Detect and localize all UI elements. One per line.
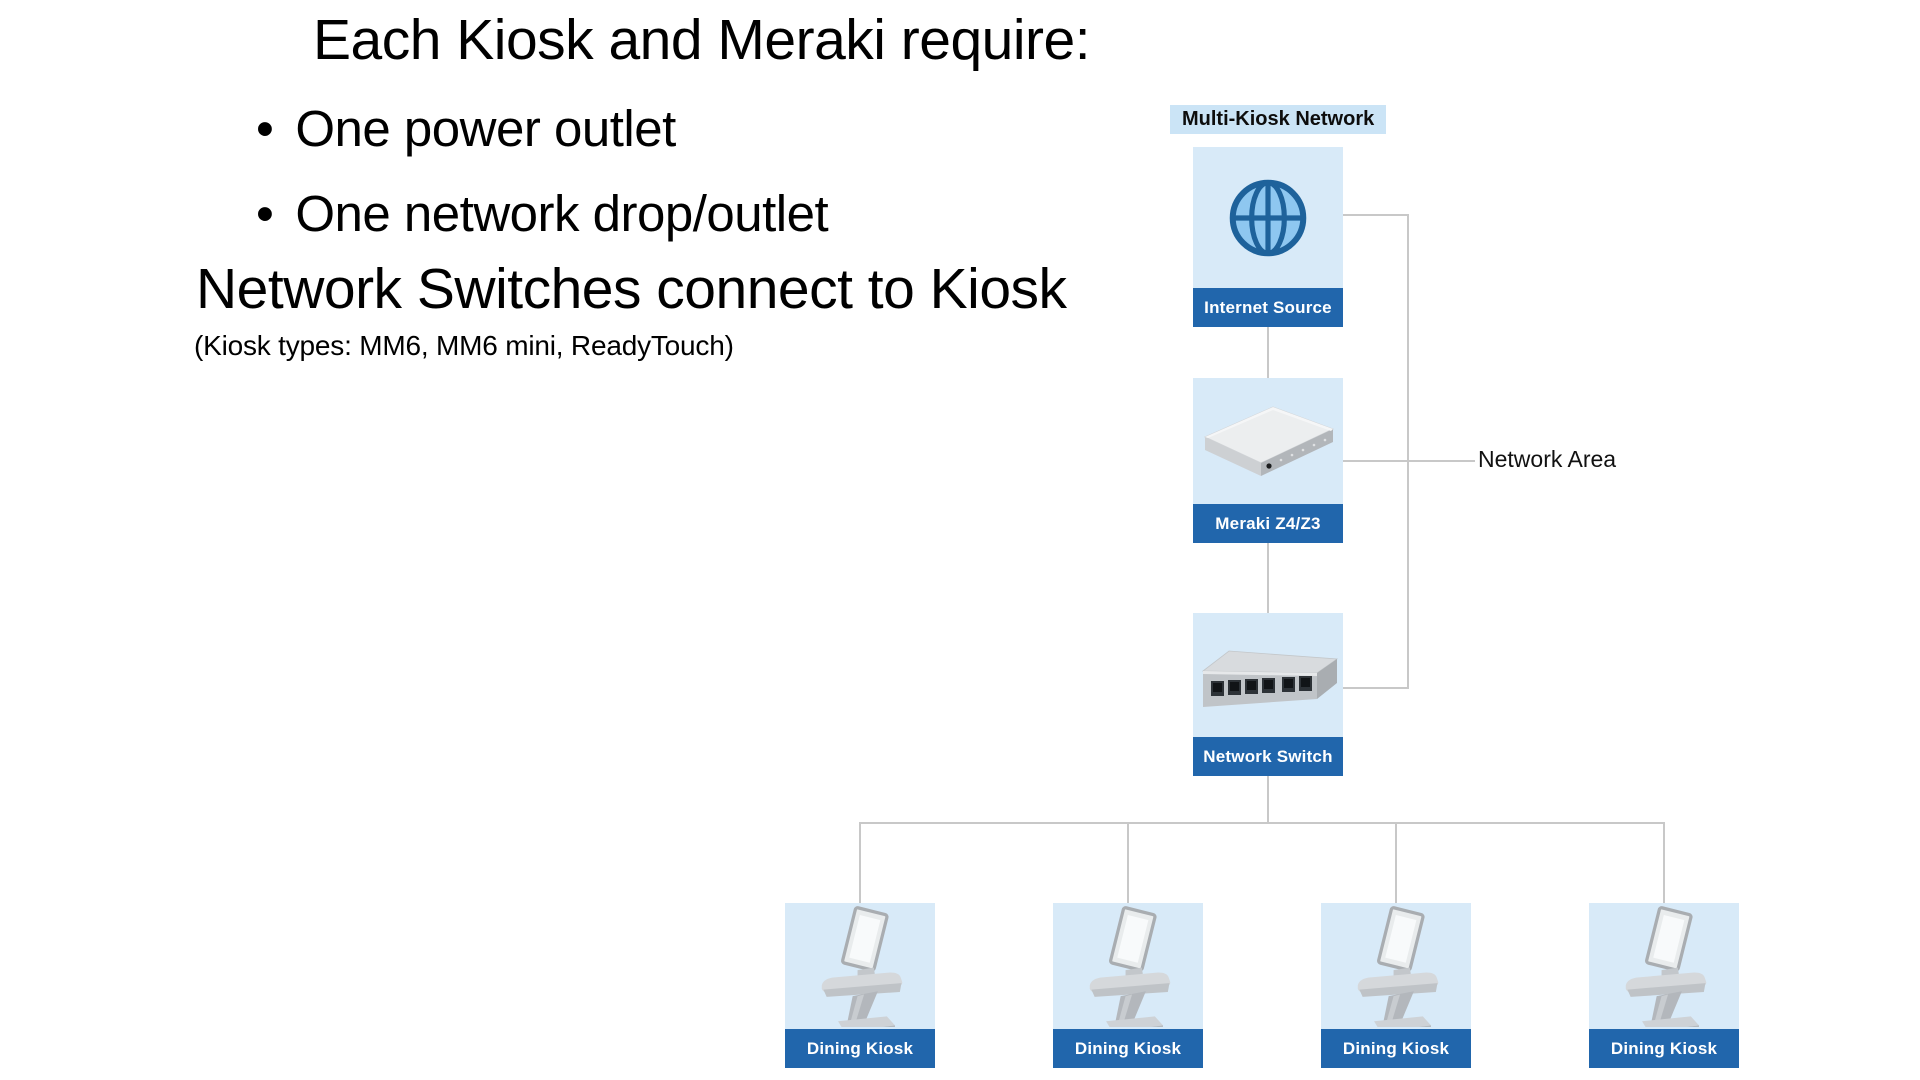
diagram-group-label: Multi-Kiosk Network <box>1170 105 1387 134</box>
network-area-label: Network Area <box>1478 446 1617 472</box>
dining-kiosk-label: Dining Kiosk <box>785 1029 935 1068</box>
page-title: Each Kiosk and Meraki require: <box>313 8 1091 72</box>
drop-line-kiosk-3 <box>1395 822 1397 903</box>
network-switch-image <box>1201 650 1339 707</box>
dining-kiosk-image <box>1625 906 1707 1027</box>
internet-source-image-area <box>1193 147 1343 288</box>
dining-kiosk-image <box>1089 906 1171 1027</box>
node-meraki: Meraki Z4/Z3 <box>1193 378 1343 543</box>
connector-switch-bus <box>1267 776 1269 823</box>
internet-source-label: Internet Source <box>1193 288 1343 327</box>
drop-line-kiosk-1 <box>859 822 861 903</box>
globe-icon <box>1229 179 1307 256</box>
subheading: Network Switches connect to Kiosk <box>196 257 1067 321</box>
connector-internet-meraki <box>1267 327 1269 378</box>
network-area-bracket-vertical <box>1407 214 1409 689</box>
bullet-item-power: One power outlet <box>256 86 828 171</box>
drop-line-kiosk-4 <box>1663 822 1665 903</box>
kiosk-image-area <box>785 903 935 1029</box>
dining-kiosk-image <box>1357 906 1439 1027</box>
network-area-bracket-middle <box>1343 460 1475 462</box>
meraki-image-area <box>1193 378 1343 504</box>
node-internet-source: Internet Source <box>1193 147 1343 327</box>
node-dining-kiosk-4: Dining Kiosk <box>1589 903 1739 1068</box>
meraki-label: Meraki Z4/Z3 <box>1193 504 1343 543</box>
dining-kiosk-image <box>821 906 903 1027</box>
kiosk-image-area <box>1053 903 1203 1029</box>
dining-kiosk-label: Dining Kiosk <box>1589 1029 1739 1068</box>
dining-kiosk-label: Dining Kiosk <box>1321 1029 1471 1068</box>
requirements-list: One power outlet One network drop/outlet <box>256 86 828 256</box>
node-dining-kiosk-2: Dining Kiosk <box>1053 903 1203 1068</box>
kiosk-image-area <box>1589 903 1739 1029</box>
connector-meraki-switch <box>1267 543 1269 613</box>
drop-line-kiosk-2 <box>1127 822 1129 903</box>
distribution-bus-line <box>859 822 1665 824</box>
bullet-item-network: One network drop/outlet <box>256 171 828 256</box>
network-area-bracket-top <box>1343 214 1409 216</box>
node-dining-kiosk-1: Dining Kiosk <box>785 903 935 1068</box>
kiosk-types-note: (Kiosk types: MM6, MM6 mini, ReadyTouch) <box>194 330 734 361</box>
kiosk-image-area <box>1321 903 1471 1029</box>
meraki-router-image <box>1203 406 1335 476</box>
network-switch-label: Network Switch <box>1193 737 1343 776</box>
switch-image-area <box>1193 613 1343 737</box>
node-network-switch: Network Switch <box>1193 613 1343 776</box>
node-dining-kiosk-3: Dining Kiosk <box>1321 903 1471 1068</box>
dining-kiosk-label: Dining Kiosk <box>1053 1029 1203 1068</box>
network-area-bracket-bottom <box>1343 687 1409 689</box>
